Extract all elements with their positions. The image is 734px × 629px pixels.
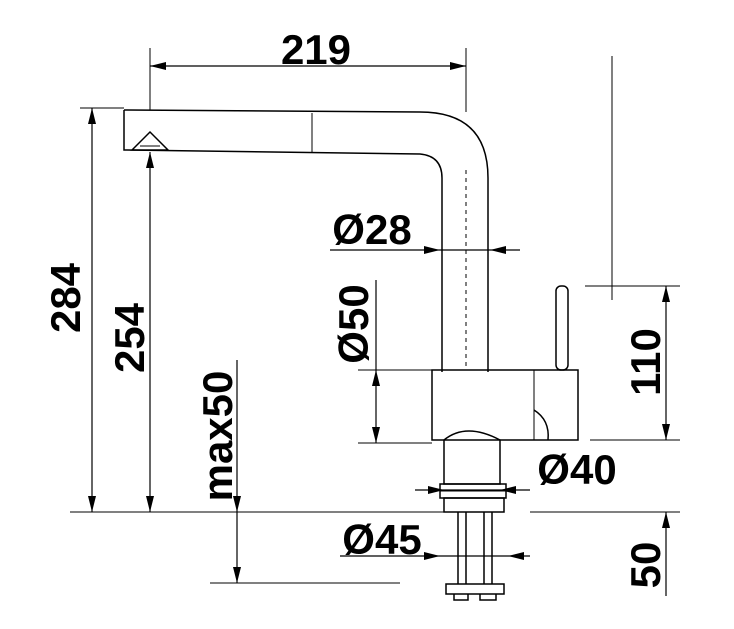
faucet-body [431,369,579,441]
extension-lines [70,48,680,584]
dimension-284: 284 [42,108,96,512]
label-254: 254 [106,302,153,373]
label-max50: max50 [194,371,241,502]
label-dia50: Ø50 [330,284,377,363]
faucet-base [443,430,501,485]
label-110: 110 [622,328,669,396]
dimension-max50: max50 [194,360,241,583]
label-dia45: Ø45 [342,516,421,563]
faucet-outline [123,109,579,601]
label-dia40: Ø40 [537,446,616,493]
dimension-219: 219 [150,26,466,73]
label-219: 219 [281,26,351,73]
label-284: 284 [42,262,89,333]
label-dia28: Ø28 [332,206,411,253]
dimension-dia50: Ø50 [330,280,380,443]
label-50: 50 [622,542,669,589]
dimension-50: 50 [622,512,670,596]
nozzle [130,130,170,151]
dimension-dia40: Ø40 [415,446,617,494]
lever-handle [555,285,569,371]
dimension-254: 254 [106,152,154,512]
dimension-110: 110 [622,286,670,440]
spout-arm [123,109,489,372]
dimension-dia45: Ø45 [340,516,530,563]
mounting-shank [443,497,505,601]
dimension-dia28: Ø28 [330,206,520,254]
